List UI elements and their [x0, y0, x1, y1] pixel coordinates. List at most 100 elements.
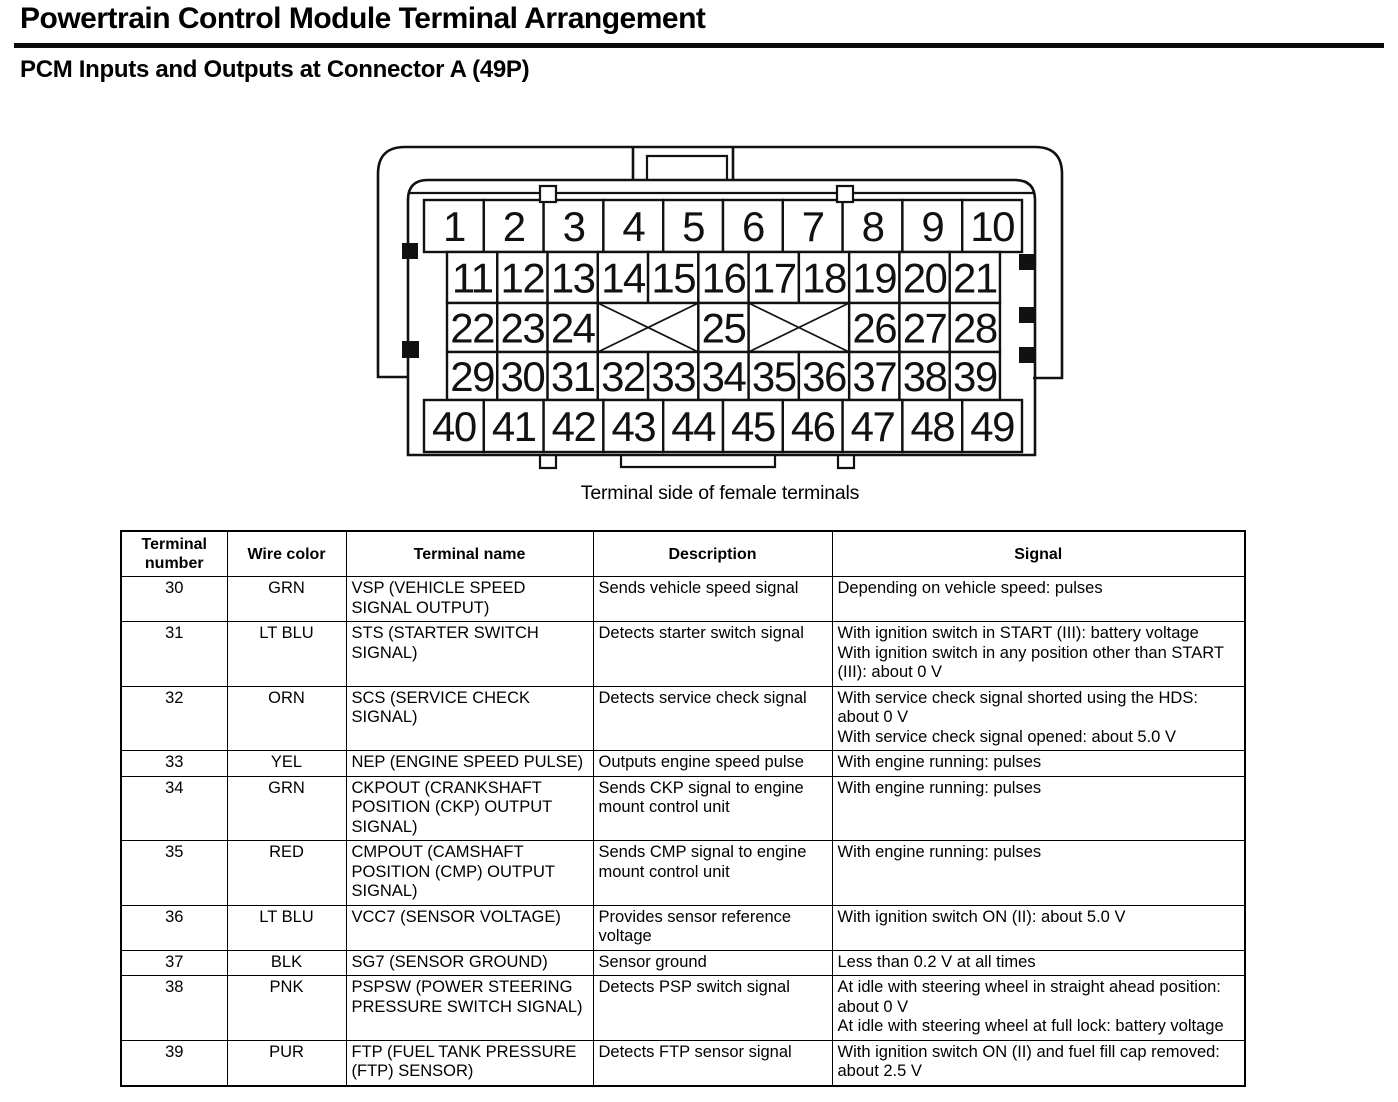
terminal-cavity-49 [961, 398, 1024, 454]
description-cell: Detects FTP sensor signal [592, 1039, 833, 1086]
pin-number: 16 [702, 255, 746, 302]
connector-caption: Terminal side of female terminals [580, 482, 860, 504]
column-header: Description [592, 530, 833, 577]
terminal-cavity-31 [546, 350, 600, 402]
terminal-cavity-44 [662, 398, 725, 454]
terminal-cavity-32 [596, 350, 650, 402]
wire-color-cell: LT BLU [226, 621, 347, 687]
pin-number: 22 [450, 305, 494, 352]
connector-top-notch-right [835, 184, 855, 204]
pin-number: 10 [970, 203, 1014, 250]
title-rule [14, 43, 1384, 48]
pin-number: 2 [503, 203, 525, 250]
terminal-name-cell: SCS (SERVICE CHECK SIGNAL) [345, 685, 594, 751]
pin-number: 33 [651, 353, 695, 400]
description-cell: Sensor ground [592, 949, 833, 976]
pin-number: 1 [443, 203, 465, 250]
terminal-cavity-41 [482, 398, 545, 454]
pin-number: 17 [752, 255, 796, 302]
pin-number: 26 [852, 305, 896, 352]
pin-number: 36 [802, 353, 846, 400]
terminal-cavity-5 [662, 198, 725, 254]
pin-number: 7 [802, 203, 824, 250]
pin-number: 12 [501, 255, 545, 302]
terminal-cavity-21 [948, 250, 1002, 305]
terminal-cavity-15 [646, 250, 700, 305]
pin-number: 47 [851, 403, 895, 450]
lock-square [402, 243, 418, 259]
terminal-cavity-22 [445, 301, 499, 354]
terminal-number-cell: 36 [120, 904, 228, 951]
wire-color-cell: LT BLU [226, 904, 347, 951]
terminal-cavity-16 [697, 250, 750, 305]
terminal-cavity-19 [847, 250, 901, 305]
connector-inner-shell [406, 178, 1037, 457]
description-cell: Detects service check signal [592, 685, 833, 751]
terminal-name-cell: VCC7 (SENSOR VOLTAGE) [345, 904, 594, 951]
description-cell: Sends CKP signal to engine mount control… [592, 775, 833, 841]
terminal-cavity-11 [445, 250, 499, 305]
terminal-cavity-45 [721, 398, 784, 454]
terminal-name-cell: CMPOUT (CAMSHAFT POSITION (CMP) OUTPUT S… [345, 840, 594, 906]
terminal-cavity-43 [602, 398, 665, 454]
pin-number: 34 [702, 353, 747, 400]
pin-number: 30 [501, 353, 545, 400]
pin-number: 5 [682, 203, 704, 250]
column-header: Wire color [226, 530, 347, 577]
terminal-number-cell: 31 [120, 621, 228, 687]
description-cell: Detects PSP switch signal [592, 975, 833, 1041]
column-header: Terminal number [120, 530, 228, 577]
signal-cell: Depending on vehicle speed: pulses [831, 576, 1246, 622]
signal-cell: With ignition switch in START (III): bat… [831, 621, 1246, 687]
blocked-cell-cross-line [748, 302, 850, 353]
lock-square [402, 341, 419, 358]
pin-number: 21 [953, 255, 997, 302]
pin-number: 39 [953, 353, 997, 400]
pin-number: 35 [752, 353, 796, 400]
wire-color-cell: GRN [226, 775, 347, 841]
signal-cell: With engine running: pulses [831, 775, 1246, 841]
pin-number: 40 [432, 403, 476, 450]
connector-top-notch-left [538, 184, 558, 204]
connector-top-tab [631, 147, 735, 180]
lock-square [1019, 347, 1035, 363]
pin-number: 19 [852, 255, 896, 302]
column-header: Signal [831, 530, 1246, 577]
terminal-number-cell: 32 [120, 685, 228, 751]
pin-number: 8 [862, 203, 884, 250]
connector-outer-shell [376, 145, 1064, 380]
pin-number: 4 [622, 203, 645, 250]
lock-square [1019, 307, 1035, 323]
pin-number: 29 [450, 353, 494, 400]
terminal-cavity-7 [781, 198, 844, 254]
pin-number: 13 [551, 255, 595, 302]
connector-bottom-tab-left [538, 455, 558, 470]
connector-bottom-tab-right [836, 455, 856, 470]
terminal-cavity-34 [697, 350, 750, 402]
pin-number: 38 [903, 353, 947, 400]
page-subtitle: PCM Inputs and Outputs at Connector A (4… [20, 56, 530, 83]
pin-number: 49 [970, 403, 1014, 450]
signal-cell: With service check signal shorted using … [831, 685, 1246, 751]
terminal-name-cell: NEP (ENGINE SPEED PULSE) [345, 750, 594, 777]
terminal-number-cell: 37 [120, 949, 228, 976]
description-cell: Sends CMP signal to engine mount control… [592, 840, 833, 906]
terminal-number-cell: 39 [120, 1039, 228, 1086]
pin-number: 32 [601, 353, 645, 400]
description-cell: Sends vehicle speed signal [592, 576, 833, 622]
pin-number: 23 [501, 305, 545, 352]
signal-cell: With ignition switch ON (II): about 5.0 … [831, 904, 1246, 951]
terminal-name-cell: PSPSW (POWER STEERING PRESSURE SWITCH SI… [345, 975, 594, 1041]
